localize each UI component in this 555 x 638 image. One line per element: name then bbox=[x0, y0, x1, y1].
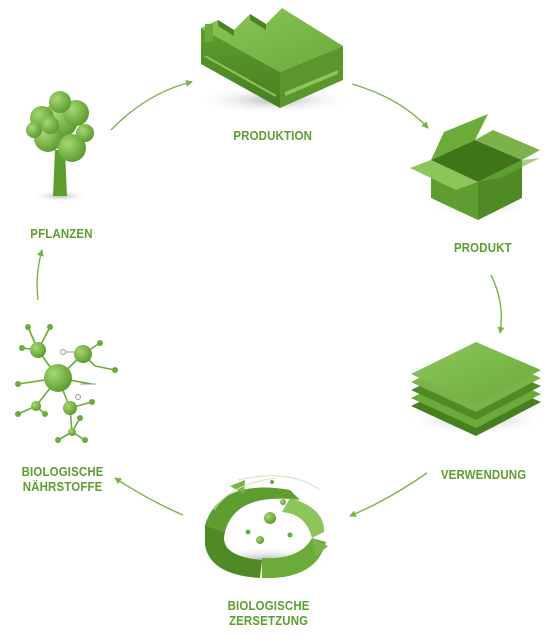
label-verwendung: VERWENDUNG bbox=[440, 467, 527, 482]
label-biologische-naehrstoffe: BIOLOGISCHE NÄHRSTOFFE bbox=[22, 464, 104, 494]
arrow-produktion-to-produkt bbox=[351, 83, 429, 129]
tree-icon bbox=[26, 91, 94, 202]
molecule-network-icon bbox=[15, 324, 118, 443]
label-naehrstoffe-line1: BIOLOGISCHE bbox=[21, 464, 104, 479]
label-produktion: PRODUKTION bbox=[233, 128, 313, 143]
arrow-produkt-to-verwendung bbox=[490, 274, 505, 334]
arrow-naehrstoffe-to-pflanzen bbox=[36, 249, 44, 301]
factory-icon bbox=[195, 8, 355, 114]
label-produkt: PRODUKT bbox=[453, 240, 512, 255]
box-icon bbox=[410, 114, 540, 220]
label-biologische-zersetzung: BIOLOGISCHE ZERSETZUNG bbox=[228, 598, 310, 628]
label-zersetzung-line2: ZERSETZUNG bbox=[228, 613, 309, 628]
stacked-sheets-icon bbox=[406, 342, 546, 436]
arrow-pflanzen-to-produktion bbox=[110, 79, 193, 131]
arrow-verwendung-to-zersetzung bbox=[349, 472, 428, 517]
decomposition-cycle-icon bbox=[193, 475, 337, 579]
cycle-arrows bbox=[36, 79, 505, 517]
label-zersetzung-line1: BIOLOGISCHE bbox=[227, 598, 310, 613]
label-pflanzen: PFLANZEN bbox=[30, 226, 93, 241]
arrow-zersetzung-to-naehrstoffe bbox=[114, 477, 184, 516]
label-naehrstoffe-line2: NÄHRSTOFFE bbox=[22, 479, 103, 494]
